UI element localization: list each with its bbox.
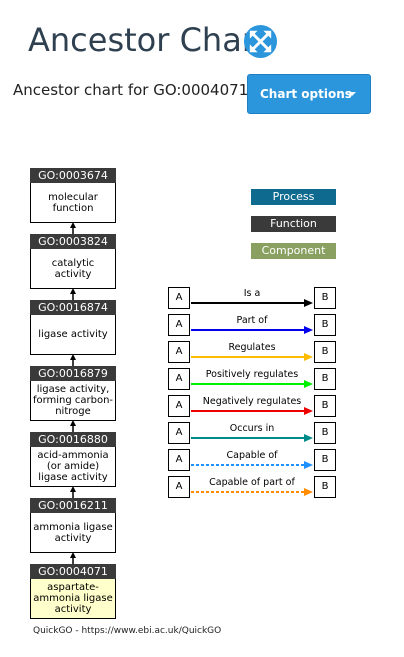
relation-arrow (191, 407, 313, 415)
go-term-id: GO:0016879 (30, 366, 116, 381)
relation-box-b: B (314, 368, 336, 390)
go-term-node[interactable]: GO:0003824 catalytic activity (30, 234, 116, 289)
go-term-node[interactable]: GO:0016874 ligase activity (30, 300, 116, 355)
relation-label: Positively regulates (205, 369, 299, 380)
legend-function: Function (251, 216, 336, 232)
relation-arrow (191, 434, 313, 442)
relation-label: Occurs in (229, 423, 275, 434)
go-term-name: aspartate-ammonia ligase activity (30, 579, 116, 619)
go-term-id: GO:0016211 (30, 498, 116, 513)
page-title: Ancestor Chart (28, 21, 268, 59)
caret-down-icon (348, 92, 356, 96)
relation-arrow (191, 380, 313, 388)
edge-arrowhead (70, 420, 76, 426)
relation-arrow (191, 461, 313, 469)
edge-arrowhead (70, 552, 76, 558)
relation-box-a: A (168, 395, 190, 417)
go-term-id: GO:0016880 (30, 432, 116, 447)
relation-box-b: B (314, 449, 336, 471)
relation-arrow (191, 488, 313, 496)
relation-label: Capable of part of (209, 477, 295, 488)
relation-box-b: B (314, 341, 336, 363)
go-term-node[interactable]: GO:0003674 molecular function (30, 168, 116, 223)
legend-process: Process (251, 189, 336, 205)
relation-box-b: B (314, 476, 336, 498)
go-term-name: ammonia ligase activity (30, 513, 116, 553)
relation-label: Is a (243, 288, 261, 299)
edge-arrowhead (70, 486, 76, 492)
relation-label: Regulates (228, 342, 276, 353)
edge-arrowhead (70, 222, 76, 228)
go-term-name: molecular function (30, 183, 116, 223)
relation-box-a: A (168, 314, 190, 336)
go-term-id: GO:0016874 (30, 300, 116, 315)
relation-box-a: A (168, 341, 190, 363)
relation-arrow (191, 326, 313, 334)
go-term-name: ligase activity, forming carbon-nitroge (30, 381, 116, 421)
relation-box-a: A (168, 476, 190, 498)
go-term-name: catalytic activity (30, 249, 116, 289)
go-term-node[interactable]: GO:0016880 acid-ammonia (or amide) ligas… (30, 432, 116, 487)
relation-label: Negatively regulates (202, 396, 302, 407)
relation-label: Part of (236, 315, 268, 326)
relation-box-b: B (314, 422, 336, 444)
edge-arrowhead (70, 354, 76, 360)
relation-arrow (191, 353, 313, 361)
relation-box-b: B (314, 314, 336, 336)
relation-arrow (191, 299, 313, 307)
expand-arrows-icon[interactable] (243, 24, 278, 59)
relation-box-a: A (168, 449, 190, 471)
relation-box-a: A (168, 368, 190, 390)
relation-box-b: B (314, 395, 336, 417)
chart-subtitle: Ancestor chart for GO:0004071 (13, 81, 249, 99)
go-term-id: GO:0004071 (30, 564, 116, 579)
legend-component: Component (251, 243, 336, 259)
relation-label: Capable of (226, 450, 278, 461)
relation-box-a: A (168, 422, 190, 444)
go-term-node-selected[interactable]: GO:0004071 aspartate-ammonia ligase acti… (30, 564, 116, 619)
go-term-node[interactable]: GO:0016211 ammonia ligase activity (30, 498, 116, 553)
relation-box-a: A (168, 287, 190, 309)
go-term-name: ligase activity (30, 315, 116, 355)
chart-options-button[interactable]: Chart options (247, 74, 371, 114)
chart-options-label: Chart options (260, 87, 352, 101)
go-term-name: acid-ammonia (or amide) ligase activity (30, 447, 116, 487)
go-term-id: GO:0003824 (30, 234, 116, 249)
go-term-id: GO:0003674 (30, 168, 116, 183)
go-term-node[interactable]: GO:0016879 ligase activity, forming carb… (30, 366, 116, 421)
footer-credit: QuickGO - https://www.ebi.ac.uk/QuickGO (33, 626, 222, 636)
edge-arrowhead (70, 288, 76, 294)
relation-box-b: B (314, 287, 336, 309)
